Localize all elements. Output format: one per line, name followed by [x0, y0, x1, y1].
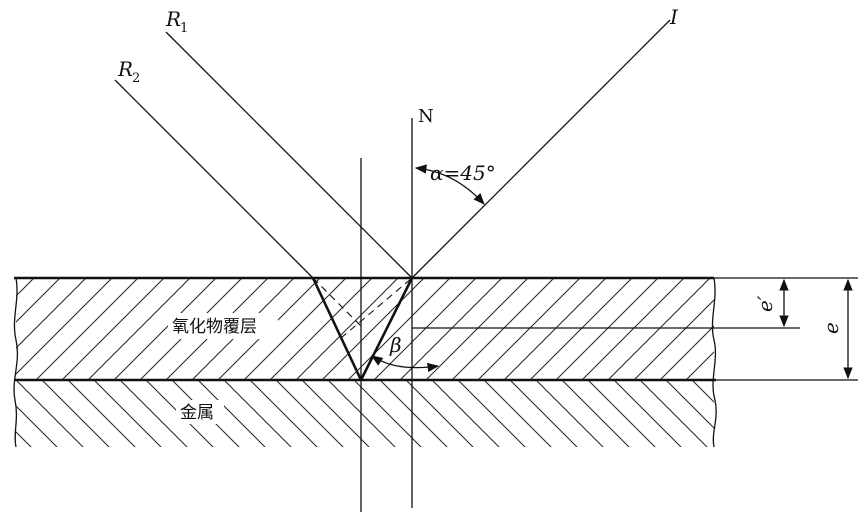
- reflected-ray-r2: [114, 79, 314, 279]
- oxide-layer-label: 氧化物覆层: [172, 317, 257, 337]
- ray-r2-label: R: [117, 57, 133, 81]
- ray-r1-label: R: [165, 7, 181, 31]
- incident-ray: [411, 19, 671, 279]
- normal-label: N: [418, 106, 434, 127]
- dashed-construction-2: [340, 277, 413, 339]
- beta-angle-arc: [371, 355, 440, 373]
- dim-e-label: e: [819, 322, 843, 334]
- alpha-angle-label: α=45°: [430, 161, 496, 185]
- beta-angle-label: β: [389, 333, 402, 357]
- metal-label-background: [176, 400, 224, 424]
- metal-label: 金属: [180, 403, 214, 423]
- ray-r1-subscript: 1: [180, 21, 188, 36]
- ray-r2-subscript: 2: [132, 71, 140, 86]
- reflected-ray-r1: [165, 31, 413, 279]
- metal-region: [16, 381, 714, 447]
- alpha-angle-arc: [414, 164, 485, 205]
- oxide-layer-region: [16, 278, 714, 380]
- refracted-ray-up: [311, 277, 363, 381]
- dim-e-prime-label: e′: [753, 295, 777, 312]
- oxide-label-background: [168, 313, 278, 339]
- incident-ray-label: I: [669, 5, 679, 29]
- left-break-edge: [13, 277, 19, 448]
- right-break-edge: [711, 277, 717, 448]
- refracted-ray-down: [359, 277, 414, 381]
